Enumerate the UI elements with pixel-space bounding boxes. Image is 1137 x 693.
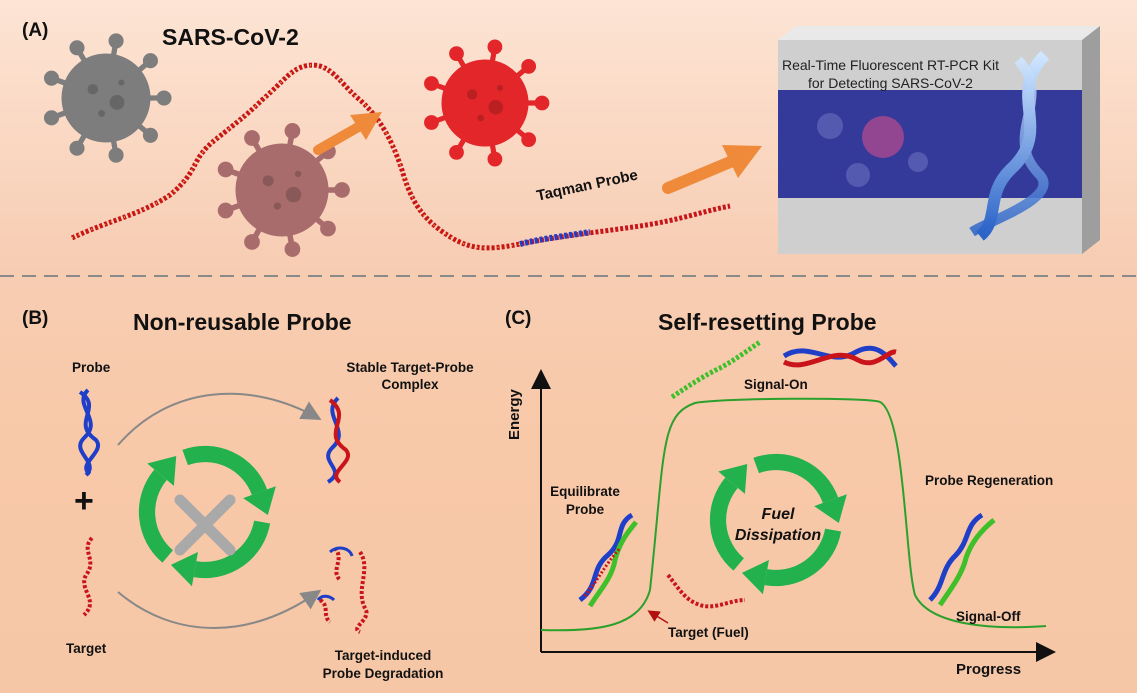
recycle-icon [709,453,847,595]
virus-spike-tip [284,123,301,139]
signal-off-label: Signal-Off [956,609,1021,624]
virus-spike-tip [43,70,60,86]
rt-pcr-kit-box [778,26,1100,254]
arrow-icon [647,610,669,624]
recycle-icon [138,445,276,587]
virus-spike-tip [244,130,260,146]
rna-strand [70,62,731,251]
virus-spike-tip [521,132,537,148]
virus-spike-tip [284,241,301,257]
target-strand [82,536,94,617]
virus-body [235,143,329,237]
virus-spike-tip [244,234,260,250]
panel-b-label: (B) [22,308,49,329]
degraded-fragments [318,546,369,634]
equilibrate-label-1: Equilibrate [550,484,620,499]
virus-spike-tip [217,161,234,178]
virus-spot [487,99,504,116]
x-axis-label: Progress [956,661,1022,678]
panel-a-label: (A) [22,20,49,41]
virus-spot [272,201,283,211]
plus-sign: + [74,482,94,520]
target-fuel-label: Target (Fuel) [668,625,749,640]
panel-a-title: SARS-CoV-2 [162,24,299,50]
kit-line-1: Real-Time Fluorescent RT-PCR Kit [782,57,1000,73]
y-axis-label: Energy [506,389,523,440]
virus-spike-tip [142,53,158,69]
virus-spot [108,93,126,111]
probe-label: Probe [72,360,111,375]
equilibrate-helix [578,512,634,602]
fuel-strand [666,573,746,609]
virus-spike-tip [334,182,350,198]
virus-spot [293,169,303,179]
virus-spike-tip [534,95,550,111]
arrow-icon [313,121,365,155]
virus-spot [97,108,107,118]
energy-curve [540,397,1047,632]
recycle-arrow [138,456,177,563]
gray-virus-icon [43,33,172,163]
forbidden-x-icon [174,494,236,556]
virus-spike-tip [69,140,85,156]
fuel-label-1: Fuel [761,506,795,523]
complex-helix [326,396,341,484]
virus-spike-tip [142,127,158,143]
complex-label-2: Complex [381,377,439,392]
fuel-label-2: Dissipation [734,527,822,544]
virus-spike-tip [217,202,234,219]
virus-spot [86,82,100,96]
virus-spike-tip [487,151,503,167]
panel-c-title: Self-resetting Probe [658,309,877,335]
virus-spike-tip [43,110,60,126]
virus-spike-tip [424,76,439,91]
regeneration-helix [928,512,984,602]
kit-line-2: for Detecting SARS-CoV-2 [808,75,973,91]
recycle-arrow [709,464,748,571]
signal-on-label: Signal-On [744,377,808,392]
virus-spot [466,88,479,101]
virus-spike-tip [69,40,85,56]
arrow-icon [662,154,741,194]
virus-spike-tip [449,46,464,62]
target-label: Target [66,641,107,656]
virus-spike-tip [424,115,439,130]
arrow-icon [117,392,322,446]
virus-body [441,59,529,147]
panel-b-title: Non-reusable Probe [133,309,352,335]
virus-spot [496,84,504,92]
recycle-arrow [170,520,271,587]
panel-c-label: (C) [505,308,532,329]
equilibrate-label-2: Probe [565,502,605,517]
degradation-label-1: Target-induced [334,648,432,663]
recycle-arrow [741,528,842,595]
virus-spike-tip [320,220,336,237]
recycle-arrow [753,453,847,524]
recycle-arrow [182,445,276,516]
virus-spot [117,78,126,87]
virus-spot [476,113,486,123]
taqman-probe-strand [519,229,591,247]
regeneration-label: Probe Regeneration [925,473,1054,488]
arrow-icon [117,589,322,629]
virus-spike-tip [108,33,124,49]
virus-spot [261,174,275,188]
signal-on-probe [670,339,762,400]
degradation-label-2: Probe Degradation [322,666,444,681]
virus-spike-tip [487,39,503,55]
virus-body [61,53,151,143]
red-virus-icon [424,39,550,167]
complex-label-1: Stable Target-Probe [346,360,474,375]
brown-virus-icon [217,123,350,257]
virus-spike-tip [521,58,537,74]
virus-spot [284,185,303,204]
virus-spike-tip [449,144,464,160]
virus-spike-tip [108,147,124,163]
virus-spike-tip [156,90,172,106]
